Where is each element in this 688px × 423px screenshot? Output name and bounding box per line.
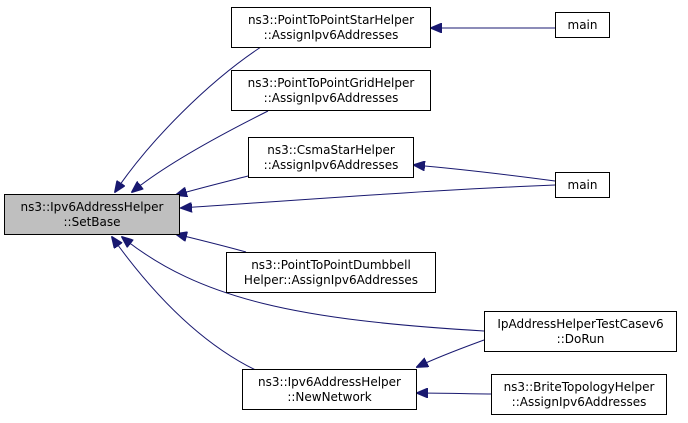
node-p2p-grid-assign-ipv6[interactable]: ns3::PointToPointGridHelper ::AssignIpv6… bbox=[231, 70, 431, 111]
node-test-do-run[interactable]: IpAddressHelperTestCasev6 ::DoRun bbox=[484, 311, 677, 352]
node-set-base-line2: ::SetBase bbox=[63, 214, 121, 229]
node-brite-line2: ::AssignIpv6Addresses bbox=[511, 394, 647, 409]
node-csma-star-assign-ipv6[interactable]: ns3::CsmaStarHelper ::AssignIpv6Addresse… bbox=[248, 137, 414, 178]
node-p2p-grid-line1: ns3::PointToPointGridHelper bbox=[247, 75, 415, 90]
edge-brite-to-new-network bbox=[417, 393, 492, 394]
node-p2p-dumbbell-line2: Helper::AssignIpv6Addresses bbox=[243, 272, 419, 287]
node-p2p-star-line1: ns3::PointToPointStarHelper bbox=[247, 12, 415, 27]
node-new-network-line2: ::NewNetwork bbox=[287, 389, 372, 404]
edge-main-mid-to-set-base bbox=[181, 184, 556, 208]
node-p2p-dumbbell-line1: ns3::PointToPointDumbbell bbox=[251, 257, 411, 272]
edge-test-do-run-to-new-network bbox=[417, 339, 485, 367]
node-p2p-star-line2: ::AssignIpv6Addresses bbox=[263, 27, 399, 42]
node-main-top-label: main bbox=[567, 17, 598, 32]
node-ipv6-new-network[interactable]: ns3::Ipv6AddressHelper ::NewNetwork bbox=[242, 369, 417, 410]
node-main-mid-label: main bbox=[567, 177, 598, 192]
node-new-network-line1: ns3::Ipv6AddressHelper bbox=[258, 374, 401, 389]
edge-p2p-dumbbell-to-set-base bbox=[176, 234, 247, 253]
node-csma-star-line1: ns3::CsmaStarHelper bbox=[267, 142, 395, 157]
node-csma-star-line2: ::AssignIpv6Addresses bbox=[263, 157, 399, 172]
edge-p2p-grid-to-set-base bbox=[132, 110, 269, 192]
node-main-mid[interactable]: main bbox=[555, 172, 610, 198]
node-brite-line1: ns3::BriteTopologyHelper bbox=[503, 379, 655, 394]
edge-test-do-run-to-set-base bbox=[122, 237, 485, 332]
edge-p2p-star-to-set-base bbox=[115, 44, 265, 192]
node-test-do-run-line1: IpAddressHelperTestCasev6 bbox=[497, 316, 664, 331]
node-main-top[interactable]: main bbox=[555, 12, 610, 38]
node-p2p-grid-line2: ::AssignIpv6Addresses bbox=[263, 90, 399, 105]
edge-csma-star-to-set-base bbox=[176, 175, 249, 195]
node-set-base-line1: ns3::Ipv6AddressHelper bbox=[20, 199, 164, 214]
node-brite-assign-ipv6[interactable]: ns3::BriteTopologyHelper ::AssignIpv6Add… bbox=[491, 374, 667, 415]
node-p2p-star-assign-ipv6[interactable]: ns3::PointToPointStarHelper ::AssignIpv6… bbox=[231, 7, 431, 48]
edge-new-network-to-set-base bbox=[112, 237, 263, 374]
node-p2p-dumbbell-assign-ipv6[interactable]: ns3::PointToPointDumbbell Helper::Assign… bbox=[226, 252, 436, 293]
node-set-base: ns3::Ipv6AddressHelper ::SetBase bbox=[4, 194, 180, 235]
node-test-do-run-line2: ::DoRun bbox=[556, 331, 605, 346]
edge-main-mid-to-csma-star bbox=[414, 165, 556, 182]
